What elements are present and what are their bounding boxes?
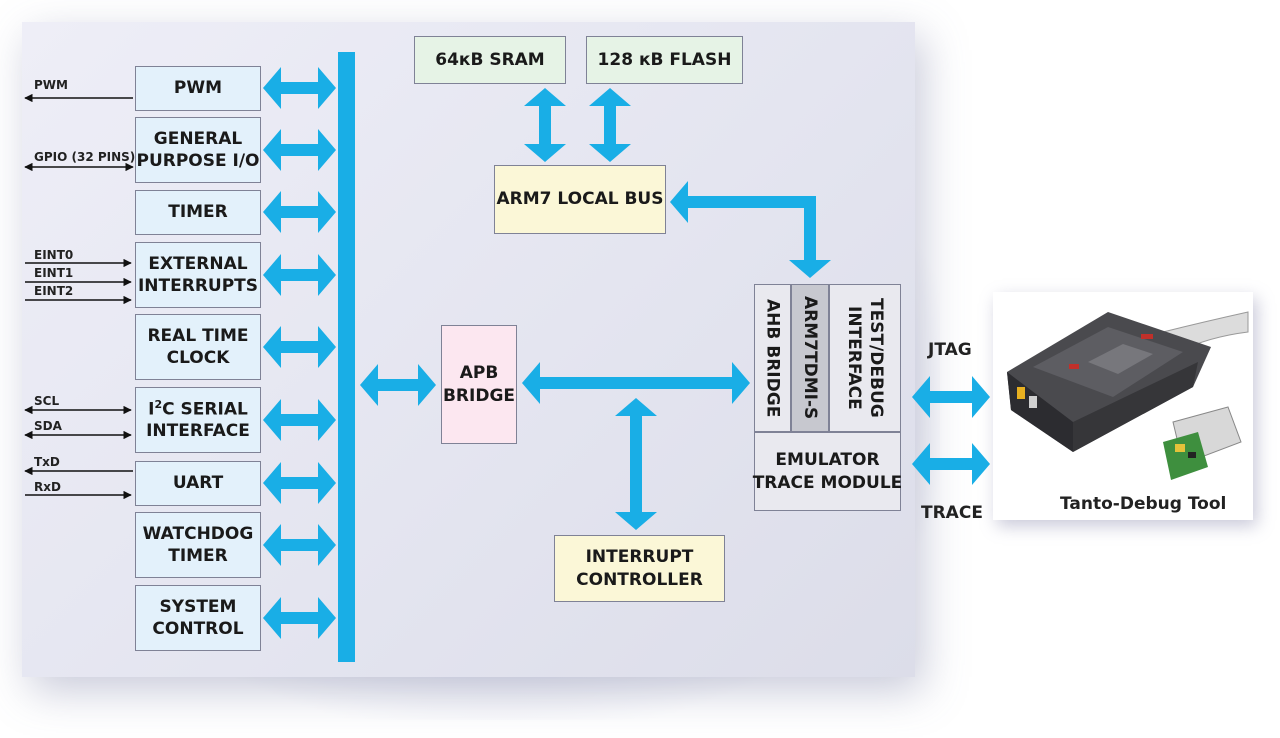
- rxd-label: RxD: [34, 480, 61, 494]
- peripheral-arrow-1: [263, 129, 336, 171]
- sram-label: 64кB SRAM: [435, 49, 545, 70]
- timer-label: TIMER: [168, 202, 228, 223]
- watchdog-label: WATCHDOG TIMER: [142, 523, 254, 566]
- eint1-label: EINT1: [34, 266, 74, 280]
- apb-bus-bar: [338, 52, 355, 662]
- i2c-label: I2C SERIAL INTERFACE: [146, 397, 250, 442]
- test-debug-label: TEST/DEBUG INTERFACE: [844, 298, 887, 418]
- peripheral-arrow-8: [263, 597, 336, 639]
- debug-tool-photo: [993, 292, 1253, 520]
- uart-box: UART: [135, 461, 261, 506]
- apb-to-ahb-arrow: [522, 362, 750, 404]
- timer-box: TIMER: [135, 190, 261, 235]
- sda-label: SDA: [34, 419, 62, 433]
- sram-to-bus-arrow: [524, 88, 566, 162]
- peripheral-arrow-2: [263, 191, 336, 233]
- interrupt-controller-box: INTERRUPT CONTROLLER: [554, 535, 725, 602]
- rtc-box: REAL TIME CLOCK: [135, 314, 261, 380]
- local-bus-label: ARM7 LOCAL BUS: [496, 189, 664, 210]
- interrupt-controller-label: INTERRUPT CONTROLLER: [576, 547, 703, 590]
- cpu-label: ARM7TDMI-S: [800, 296, 821, 420]
- external-interrupts-label: EXTERNAL INTERRUPTS: [137, 253, 259, 296]
- jtag-label: JTAG: [928, 340, 972, 360]
- gpio-signal-label: GPIO (32 PINS): [34, 150, 136, 164]
- apb-bridge-label: APB BRIDGE: [442, 363, 516, 406]
- peripheral-arrow-3: [263, 254, 336, 296]
- peripheral-arrow-0: [263, 67, 336, 109]
- gpio-label: GENERAL PURPOSE I/O: [136, 128, 260, 171]
- jtag-arrow: [912, 376, 990, 418]
- localbus-to-core-arrow: [670, 181, 831, 278]
- flash-label: 128 кB FLASH: [597, 49, 732, 70]
- bus-to-apb-arrow: [360, 364, 436, 406]
- apb-bridge-box: APB BRIDGE: [441, 325, 517, 444]
- cpu-box: ARM7TDMI-S: [791, 284, 829, 432]
- flash-box: 128 кB FLASH: [586, 36, 743, 84]
- apb-to-interrupt-arrow: [615, 398, 657, 530]
- rtc-label: REAL TIME CLOCK: [147, 325, 249, 368]
- pwm-signal-label: PWM: [34, 78, 68, 92]
- test-debug-box: TEST/DEBUG INTERFACE: [829, 284, 901, 432]
- watchdog-box: WATCHDOG TIMER: [135, 512, 261, 578]
- debug-tool-caption: Tanto-Debug Tool: [1060, 494, 1227, 514]
- sram-box: 64кB SRAM: [414, 36, 566, 84]
- peripheral-arrow-6: [263, 462, 336, 504]
- uart-label: UART: [172, 473, 224, 494]
- i2c-box: I2C SERIAL INTERFACE: [135, 387, 261, 453]
- peripheral-arrow-4: [263, 326, 336, 368]
- pwm-box: PWM: [135, 66, 261, 111]
- emulator-box: EMULATOR TRACE MODULE: [752, 432, 903, 511]
- txd-label: TxD: [34, 455, 60, 469]
- gpio-box: GENERAL PURPOSE I/O: [135, 117, 261, 183]
- peripheral-arrow-5: [263, 399, 336, 441]
- local-bus-box: ARM7 LOCAL BUS: [494, 165, 666, 234]
- external-interrupts-box: EXTERNAL INTERRUPTS: [135, 242, 261, 308]
- trace-arrow: [912, 443, 990, 485]
- pwm-label: PWM: [173, 78, 223, 99]
- debug-tool-icon: [1007, 311, 1249, 480]
- eint2-label: EINT2: [34, 284, 74, 298]
- flash-to-bus-arrow: [589, 88, 631, 162]
- emulator-label: EMULATOR TRACE MODULE: [752, 450, 903, 493]
- ahb-bridge-box: AHB BRIDGE: [754, 284, 791, 432]
- system-control-label: SYSTEM CONTROL: [152, 596, 244, 639]
- peripheral-arrow-7: [263, 524, 336, 566]
- ahb-bridge-label: AHB BRIDGE: [762, 298, 783, 418]
- scl-label: SCL: [34, 394, 60, 408]
- trace-label: TRACE: [921, 503, 983, 523]
- system-control-box: SYSTEM CONTROL: [135, 585, 261, 651]
- eint0-label: EINT0: [34, 248, 74, 262]
